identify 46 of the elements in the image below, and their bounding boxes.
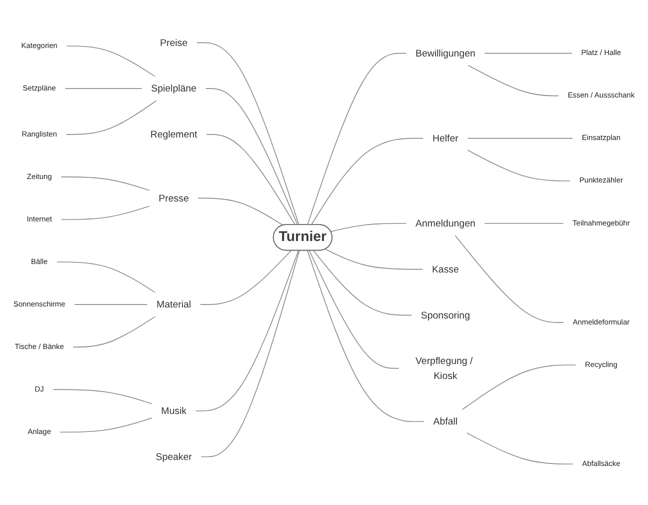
connector — [197, 198, 284, 226]
connector — [313, 250, 412, 316]
connector — [60, 417, 153, 433]
connector — [325, 248, 424, 270]
node-text: Preise — [160, 36, 188, 48]
connector — [462, 364, 576, 410]
connector — [484, 223, 564, 224]
node-text: Helfer — [432, 132, 458, 144]
node-text: Bewilligungen — [416, 48, 476, 59]
connector — [66, 100, 158, 135]
connector — [200, 250, 292, 305]
node-text: Sponsoring — [420, 309, 470, 321]
node-text: Verpflegung / Kiosk — [415, 355, 473, 382]
connector — [330, 223, 407, 232]
connector — [466, 138, 574, 139]
connector — [195, 250, 299, 412]
node-text: Musik — [161, 405, 186, 416]
connector — [66, 46, 156, 78]
connector — [74, 304, 148, 305]
connector — [466, 432, 574, 464]
node-text: Presse — [158, 192, 189, 204]
connector — [60, 206, 150, 220]
connector — [64, 88, 143, 89]
connector — [308, 250, 400, 369]
connector — [467, 64, 560, 96]
connector — [307, 250, 425, 422]
node-text: Spielpläne — [151, 82, 196, 94]
connector — [204, 88, 298, 226]
connector — [60, 176, 150, 191]
node-text: Kasse — [432, 264, 459, 275]
node-text: Abfall — [433, 416, 458, 427]
connector — [454, 234, 564, 323]
connector — [484, 52, 573, 54]
connector — [56, 262, 156, 294]
connector — [307, 52, 407, 226]
connector — [466, 150, 571, 182]
connector — [310, 138, 424, 226]
node-text: Material — [156, 298, 192, 310]
connector — [72, 316, 156, 348]
node-text: Anmeldungen — [416, 218, 476, 229]
node-text: Reglement — [150, 128, 198, 140]
connector — [206, 134, 296, 226]
connector — [52, 389, 153, 404]
node-text: Speaker — [156, 450, 192, 462]
connector — [200, 250, 300, 458]
connector — [196, 42, 300, 226]
